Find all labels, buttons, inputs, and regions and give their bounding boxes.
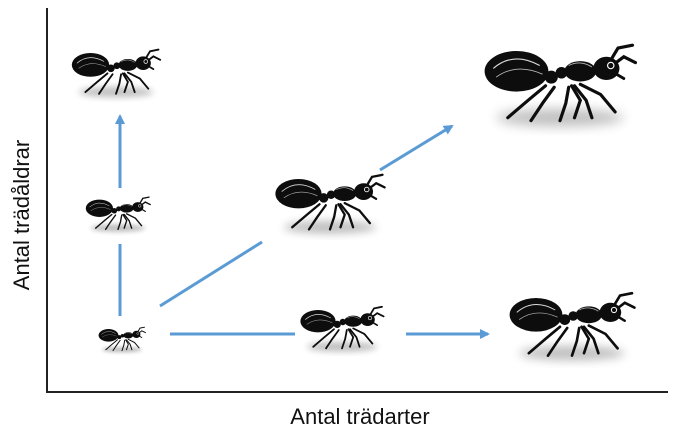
ant-icon: [300, 307, 383, 352]
y-axis-label: Antal trädåldrar: [9, 140, 35, 290]
ant-icon: [72, 50, 160, 98]
ant-icon: [485, 45, 636, 126]
arrow-base-to-center: [160, 242, 262, 306]
ant-icon: [86, 197, 150, 232]
ant-icon: [275, 175, 384, 234]
arrow-center-to-topright: [380, 126, 452, 170]
x-axis-label: Antal trädarter: [290, 404, 429, 430]
ant-icon: [510, 293, 635, 360]
ant-icon: [99, 327, 146, 352]
